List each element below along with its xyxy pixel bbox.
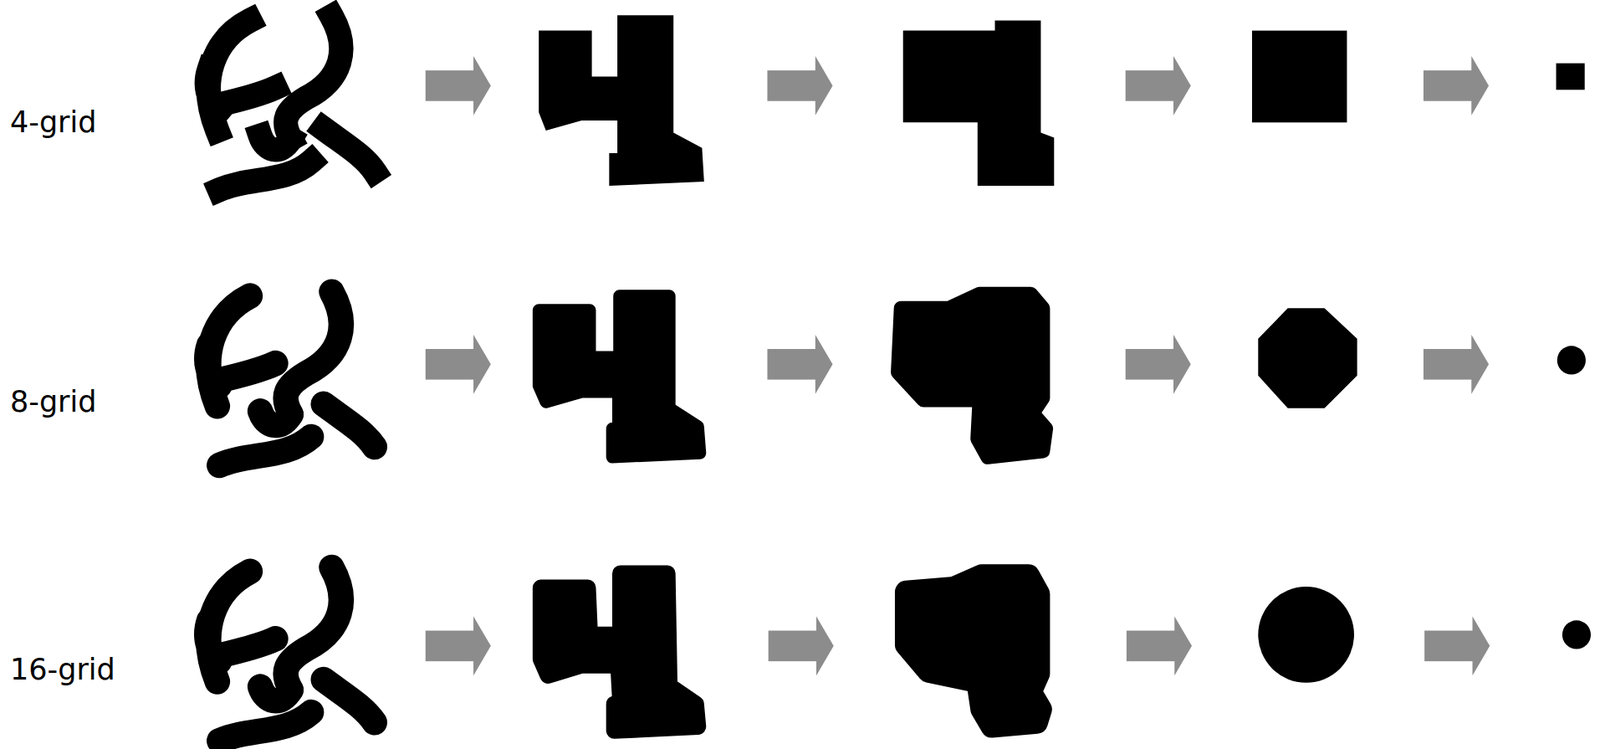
circle-shape bbox=[1257, 586, 1355, 683]
opened-shape bbox=[538, 296, 701, 458]
arrows bbox=[425, 56, 1489, 116]
arrow bbox=[1125, 56, 1192, 116]
row-label: 16-grid bbox=[10, 654, 116, 685]
small-dot bbox=[1557, 345, 1586, 374]
arrow bbox=[1423, 334, 1489, 394]
arrow bbox=[768, 615, 834, 675]
arrow bbox=[425, 334, 491, 394]
arrow bbox=[425, 56, 491, 116]
arrows bbox=[425, 615, 1490, 675]
row-4-grid bbox=[206, 15, 1585, 190]
square-shape bbox=[1252, 30, 1347, 123]
small-square bbox=[1556, 63, 1585, 91]
arrow bbox=[766, 56, 833, 116]
arrow bbox=[425, 615, 491, 675]
arrow bbox=[1125, 334, 1192, 394]
opened-shape bbox=[905, 575, 1041, 726]
row-8-grid bbox=[206, 291, 1586, 466]
arrow bbox=[1424, 615, 1490, 675]
opened-shape bbox=[903, 20, 1055, 186]
arrows bbox=[425, 334, 1489, 394]
row-label: 8-grid bbox=[10, 387, 97, 417]
opened-shape bbox=[538, 15, 705, 186]
small-dot bbox=[1562, 619, 1591, 649]
opened-shape bbox=[541, 572, 699, 731]
original-shape bbox=[206, 291, 374, 466]
original-shape bbox=[206, 567, 374, 741]
arrow bbox=[766, 334, 833, 394]
row-16-grid bbox=[206, 567, 1591, 741]
arrow bbox=[1423, 56, 1489, 116]
octagon-shape bbox=[1257, 307, 1357, 408]
row-label: 4-grid bbox=[10, 107, 97, 138]
original-shape bbox=[206, 16, 374, 190]
opened-shape bbox=[898, 293, 1047, 457]
arrow bbox=[1126, 615, 1192, 675]
